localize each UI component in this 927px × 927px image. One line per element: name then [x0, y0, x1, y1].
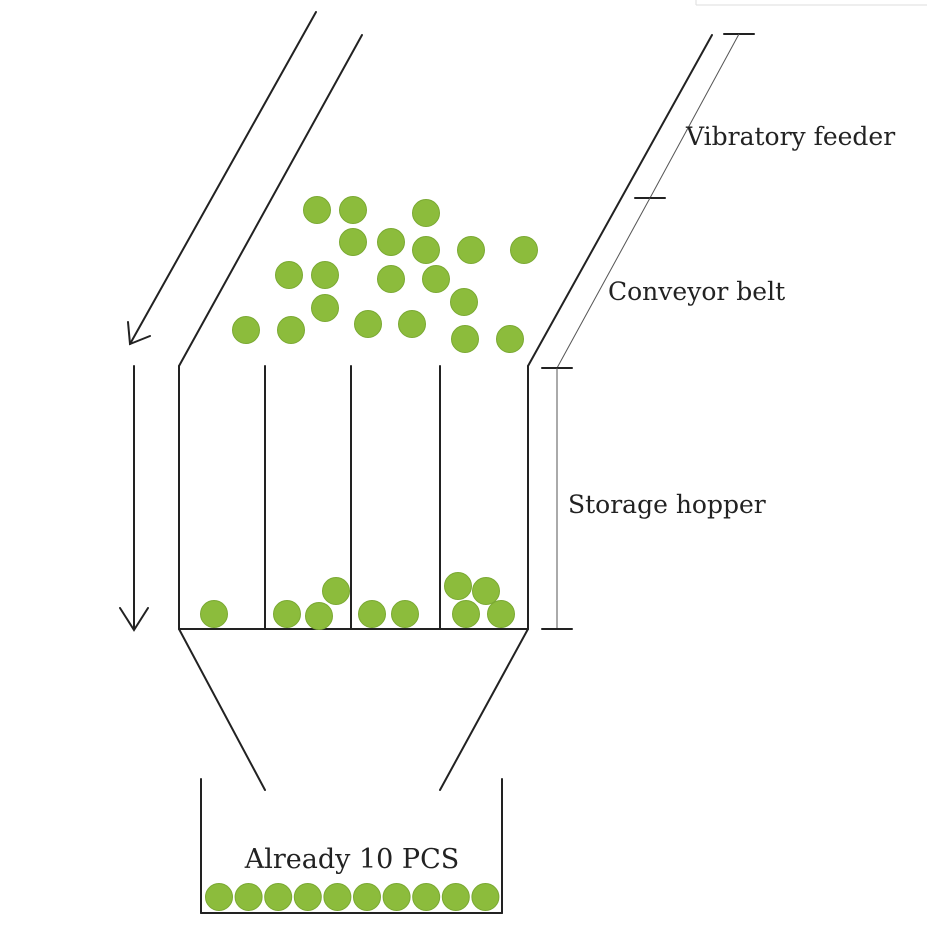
pellet — [358, 600, 386, 628]
pellet — [273, 600, 301, 628]
conveyor-belt-label: Conveyor belt — [608, 277, 785, 306]
pellet — [451, 325, 479, 353]
vibratory-feeder-dimension — [634, 33, 755, 199]
pellet — [487, 600, 515, 628]
pellet — [277, 316, 305, 344]
pellet — [311, 294, 339, 322]
pellet — [311, 261, 339, 289]
pellet — [452, 600, 480, 628]
pellet — [339, 228, 367, 256]
pellet — [471, 883, 500, 911]
pellet — [450, 288, 478, 316]
pellet — [339, 196, 367, 224]
pellet — [303, 196, 331, 224]
pellet — [444, 572, 472, 600]
pellet — [412, 199, 440, 227]
pellet — [323, 883, 352, 911]
pellet — [322, 577, 350, 605]
pellet — [205, 883, 233, 911]
vibratory-feeder-label: Vibratory feeder — [685, 122, 895, 151]
pellet — [422, 265, 450, 293]
pellet — [457, 236, 485, 264]
collection-bin — [200, 778, 503, 914]
pellet — [472, 577, 500, 605]
pellet — [275, 261, 303, 289]
pellet — [382, 883, 411, 911]
storage-hopper-dimension — [541, 368, 573, 630]
hopper-pellets — [200, 572, 515, 630]
diagonal-flow-arrow — [127, 11, 317, 346]
feeder-chute — [178, 34, 713, 367]
collected-pellets — [205, 883, 500, 911]
pellet — [412, 236, 440, 264]
pellet — [232, 316, 260, 344]
feeder-pellets — [232, 196, 538, 353]
pellet — [441, 883, 470, 911]
pellet — [305, 602, 333, 630]
pellet — [391, 600, 419, 628]
storage-hopper-box — [178, 365, 529, 630]
pellet — [398, 310, 426, 338]
pellet — [412, 883, 441, 911]
pellet — [200, 600, 228, 628]
count-label: Already 10 PCS — [244, 844, 460, 875]
pellet — [234, 883, 263, 911]
pellet — [354, 310, 382, 338]
storage-hopper-label: Storage hopper — [568, 490, 766, 519]
vertical-flow-arrow — [119, 365, 149, 632]
funnel — [178, 628, 529, 791]
pellet — [264, 883, 293, 911]
pellet — [353, 883, 381, 911]
pellet — [293, 883, 322, 911]
pellet — [377, 265, 405, 293]
pellet — [496, 325, 524, 353]
pellet — [510, 236, 538, 264]
pellet — [377, 228, 405, 256]
